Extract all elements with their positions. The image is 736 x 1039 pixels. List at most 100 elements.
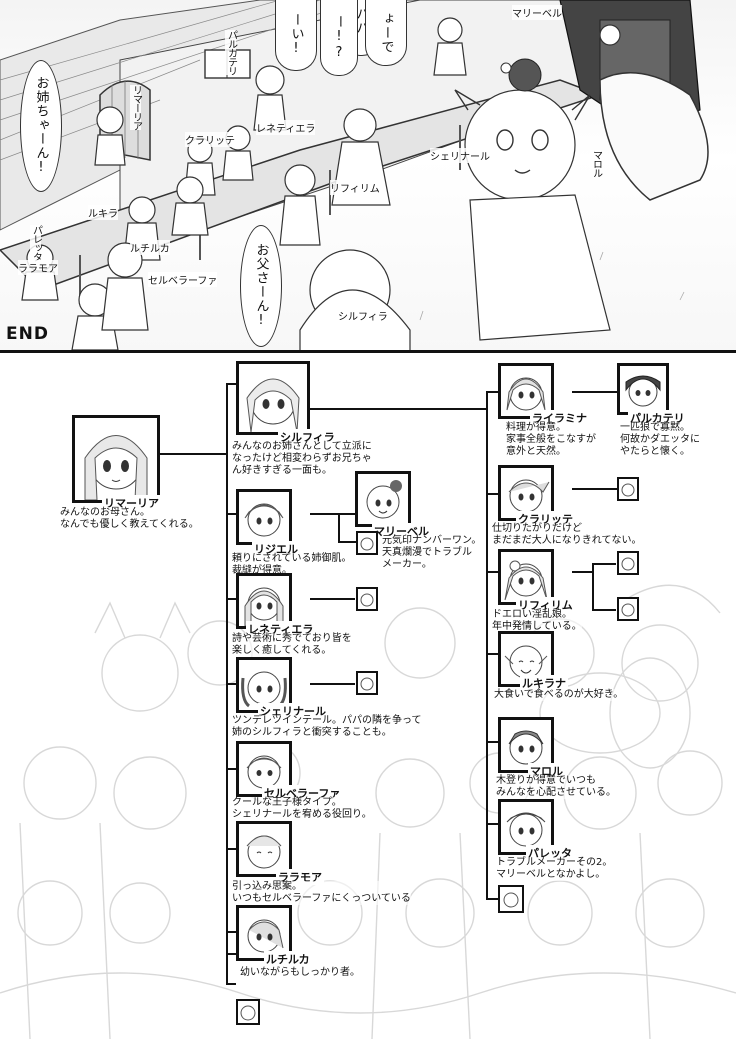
desc-ruchiruka: 幼いながらもしっかり者。 (240, 967, 360, 979)
desc-seruberafa: クールな王子様タイプ。 シェリナールを宥める役回り。 (232, 797, 372, 821)
scene-label-rimaria: リマーリア (130, 85, 142, 130)
desc-line: みんなを心配させている。 (496, 787, 616, 799)
desc-line: 年中発情している。 (492, 621, 582, 633)
desc-line: やたらと懐く。 (620, 446, 700, 458)
portrait-shirufira (236, 361, 310, 435)
desc-paretta: トラブルメーカーその2。 マリーベルとなかよし。 (496, 857, 613, 881)
scene-label-paretta: パレッタ (30, 225, 42, 261)
portrait-rarumoa (236, 821, 292, 877)
background-crowd-art (0, 584, 736, 1039)
connector (226, 598, 236, 600)
connector (226, 931, 236, 933)
desc-marieberu: 元気印ナンバーワン。 天真爛漫でトラブル メーカー。 (382, 535, 482, 571)
portrait-parukateri (617, 363, 669, 415)
comic-scene-art (0, 0, 709, 352)
desc-line: シェリナールを宥める役回り。 (232, 809, 372, 821)
speech-bubble-papa2: ょーで (365, 0, 407, 66)
portrait-sherinaru-child (356, 671, 378, 695)
connector (572, 571, 594, 573)
connector (310, 598, 355, 600)
connector (310, 513, 355, 515)
scene-label-rarumoa: ララモア (18, 260, 58, 275)
connector (226, 383, 236, 385)
desc-line: いつもセルベラーファにくっついている (232, 893, 411, 905)
portrait-airamina (498, 363, 554, 419)
connector (160, 453, 228, 455)
desc-line: 仕切りたがりだけど (492, 523, 642, 535)
speech-bubble-oneechan: お姉ちゃーん! (20, 60, 62, 192)
scene-label-sherinaru: シェリナール (430, 148, 490, 163)
connector (486, 653, 498, 655)
desc-marol: 木登りが得意でいつも みんなを心配させている。 (496, 775, 616, 799)
desc-line: マリーベルとなかよし。 (496, 869, 613, 881)
connector (486, 823, 498, 825)
connector (592, 609, 616, 611)
desc-line: 詩や芸術に秀でており皆を (232, 633, 352, 645)
desc-rukira: 大食いで食べるのが大好き。 (494, 689, 624, 701)
desc-line: 木登りが得意でいつも (496, 775, 616, 787)
connector (226, 683, 236, 685)
desc-line: ん好きすぎる一面も。 (232, 465, 372, 477)
desc-line: トラブルメーカーその2。 (496, 857, 613, 869)
name-ruchiruka: ルチルカ (264, 951, 312, 967)
desc-line: 料理が得意。 (506, 422, 596, 434)
name-rukira: ルキラナ (520, 675, 568, 691)
desc-line: メーカー。 (382, 559, 482, 571)
desc-renetiera: 詩や芸術に秀でており皆を 楽しく癒してくれる。 (232, 633, 352, 657)
desc-line: 一匹狼で寡黙。 (620, 422, 700, 434)
desc-line: 元気印ナンバーワン。 (382, 535, 482, 547)
desc-parukateri: 一匹狼で寡黙。 何故かダエッタに やたらと懐く。 (620, 422, 700, 458)
scene-label-rifirimu: リフィリム (330, 180, 380, 195)
scene-label-seruberafa: セルベラーファ (148, 272, 218, 287)
connector (310, 683, 355, 685)
desc-line: 幼いながらもしっかり者。 (240, 967, 360, 979)
desc-line: なったけど相変わらずお兄ちゃ (232, 453, 372, 465)
connector (310, 408, 488, 410)
desc-line: 楽しく癒してくれる。 (232, 645, 352, 657)
desc-line: 意外と天然。 (506, 446, 596, 458)
speech-bubble-ooi: ーい! (275, 0, 317, 71)
portrait-marieberu-child (356, 531, 378, 555)
scene-label-marieberu: マリーベル (512, 5, 562, 20)
desc-line: 何故かダエッタに (620, 434, 700, 446)
connector (592, 563, 594, 611)
connector (486, 571, 498, 573)
connector (572, 391, 617, 393)
connector (486, 391, 498, 393)
desc-airamina: 料理が得意。 家事全般をこなすが 意外と天然。 (506, 422, 596, 458)
portrait-rifirimu-child-1 (617, 551, 639, 575)
connector (338, 541, 356, 543)
portrait-renetiera-child (356, 587, 378, 611)
desc-line: 頼りにされている姉御肌。 (232, 553, 352, 565)
desc-rimaria: みんなのお母さん。 なんでも優しく教えてくれる。 (60, 507, 199, 531)
portrait-rifirimu-child-2 (617, 597, 639, 621)
connector (338, 513, 340, 541)
portrait-rifirimu (498, 549, 554, 605)
speech-bubble-otousan: お父さーん! (240, 225, 282, 347)
desc-line: 引っ込み思案。 (232, 881, 411, 893)
family-tree: リマーリア みんなのお母さん。 なんでも優しく教えてくれる。 シルフィラ みんな… (0, 353, 736, 1039)
connector (572, 488, 617, 490)
portrait-marieberu (355, 471, 411, 527)
desc-line: 家事全般をこなすが (506, 434, 596, 446)
portrait-paretta-child (498, 885, 524, 913)
connector (226, 953, 228, 983)
connector (486, 741, 498, 743)
desc-kuraritte: 仕切りたがりだけど まだまだ大人になりきれてない。 (492, 523, 642, 547)
desc-line: なんでも優しく教えてくれる。 (60, 519, 199, 531)
connector (226, 848, 236, 850)
desc-line: クールな王子様タイプ。 (232, 797, 372, 809)
scene-label-shirufira: シルフィラ (338, 308, 388, 323)
scene-label-marol: マロル (590, 150, 602, 177)
desc-sherinaru: ツンデレツインテール。パパの隣を争って 姉のシルフィラと衝突することも。 (232, 715, 422, 739)
desc-line: みんなのお母さん。 (60, 507, 199, 519)
connector (592, 563, 616, 565)
connector (486, 898, 498, 900)
end-mark: END (6, 324, 49, 344)
portrait-rimaria (72, 415, 160, 503)
desc-line: 天真爛漫でトラブル (382, 547, 482, 559)
desc-shirufira: みんなのお姉さんとして立派に なったけど相変わらずお兄ちゃ ん好きすぎる一面も。 (232, 441, 372, 477)
connector (226, 513, 236, 515)
speech-bubble-question: ー!? (320, 0, 358, 76)
